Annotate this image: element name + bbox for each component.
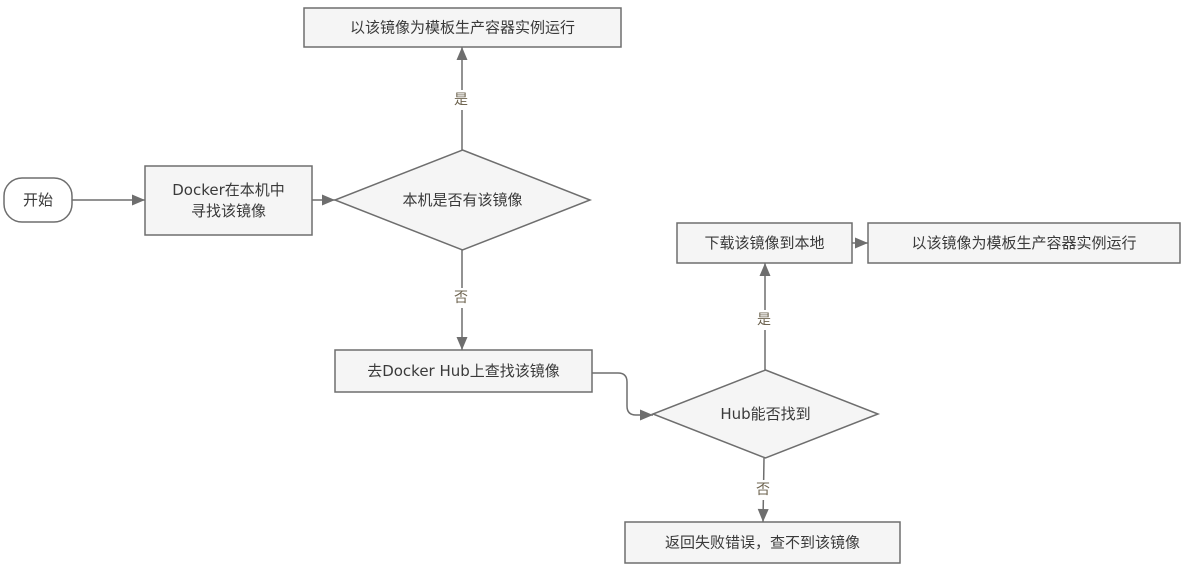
- flow-node-run-right: 以该镜像为模板生产容器实例运行: [867, 222, 1181, 264]
- start-terminator: [3, 177, 73, 223]
- fail-label: 返回失败错误，查不到该镜像: [665, 534, 860, 552]
- hub-found-diamond: [650, 369, 881, 459]
- flow-node-fail: 返回失败错误，查不到该镜像: [624, 521, 901, 564]
- edge-label-bg: [754, 480, 772, 500]
- edge-label-bg: [755, 310, 773, 330]
- edge-label-bg: [452, 90, 470, 110]
- find-local-box: [144, 165, 313, 236]
- has-image-diamond: [332, 149, 593, 251]
- download-label: 下载该镜像到本地: [704, 234, 824, 252]
- flow-node-start: 开始: [3, 177, 73, 223]
- flow-node-search-hub: 去Docker Hub上查找该镜像: [334, 349, 593, 393]
- edge-label-yes: 是: [757, 312, 771, 328]
- fail-box: [624, 521, 901, 564]
- edge-label-no: 否: [454, 290, 468, 306]
- hub-found-label: Hub能否找到: [720, 405, 810, 423]
- flow-node-run-top: 以该镜像为模板生产容器实例运行: [303, 7, 622, 48]
- find-local-label: Docker在本机中寻找该镜像: [172, 181, 285, 220]
- edge-label-yes: 是: [454, 92, 468, 108]
- flow-edge-search-hub-hub-found: [592, 372, 653, 421]
- search-hub-label: 去Docker Hub上查找该镜像: [367, 362, 560, 380]
- download-box: [676, 222, 853, 264]
- run-right-label: 以该镜像为模板生产容器实例运行: [911, 234, 1136, 252]
- edge-label-bg: [452, 288, 470, 308]
- run-top-box: [303, 7, 622, 48]
- edge-label-no: 否: [756, 482, 770, 498]
- flow-node-has-image: 本机是否有该镜像: [332, 149, 593, 251]
- has-image-label: 本机是否有该镜像: [402, 191, 522, 209]
- flow-node-download: 下载该镜像到本地: [676, 222, 853, 264]
- run-top-label: 以该镜像为模板生产容器实例运行: [350, 19, 575, 37]
- flow-node-find-local: Docker在本机中寻找该镜像: [144, 165, 313, 236]
- search-hub-box: [334, 349, 593, 393]
- start-label: 开始: [23, 191, 53, 209]
- flow-node-hub-found: Hub能否找到: [650, 369, 881, 459]
- run-right-box: [867, 222, 1181, 264]
